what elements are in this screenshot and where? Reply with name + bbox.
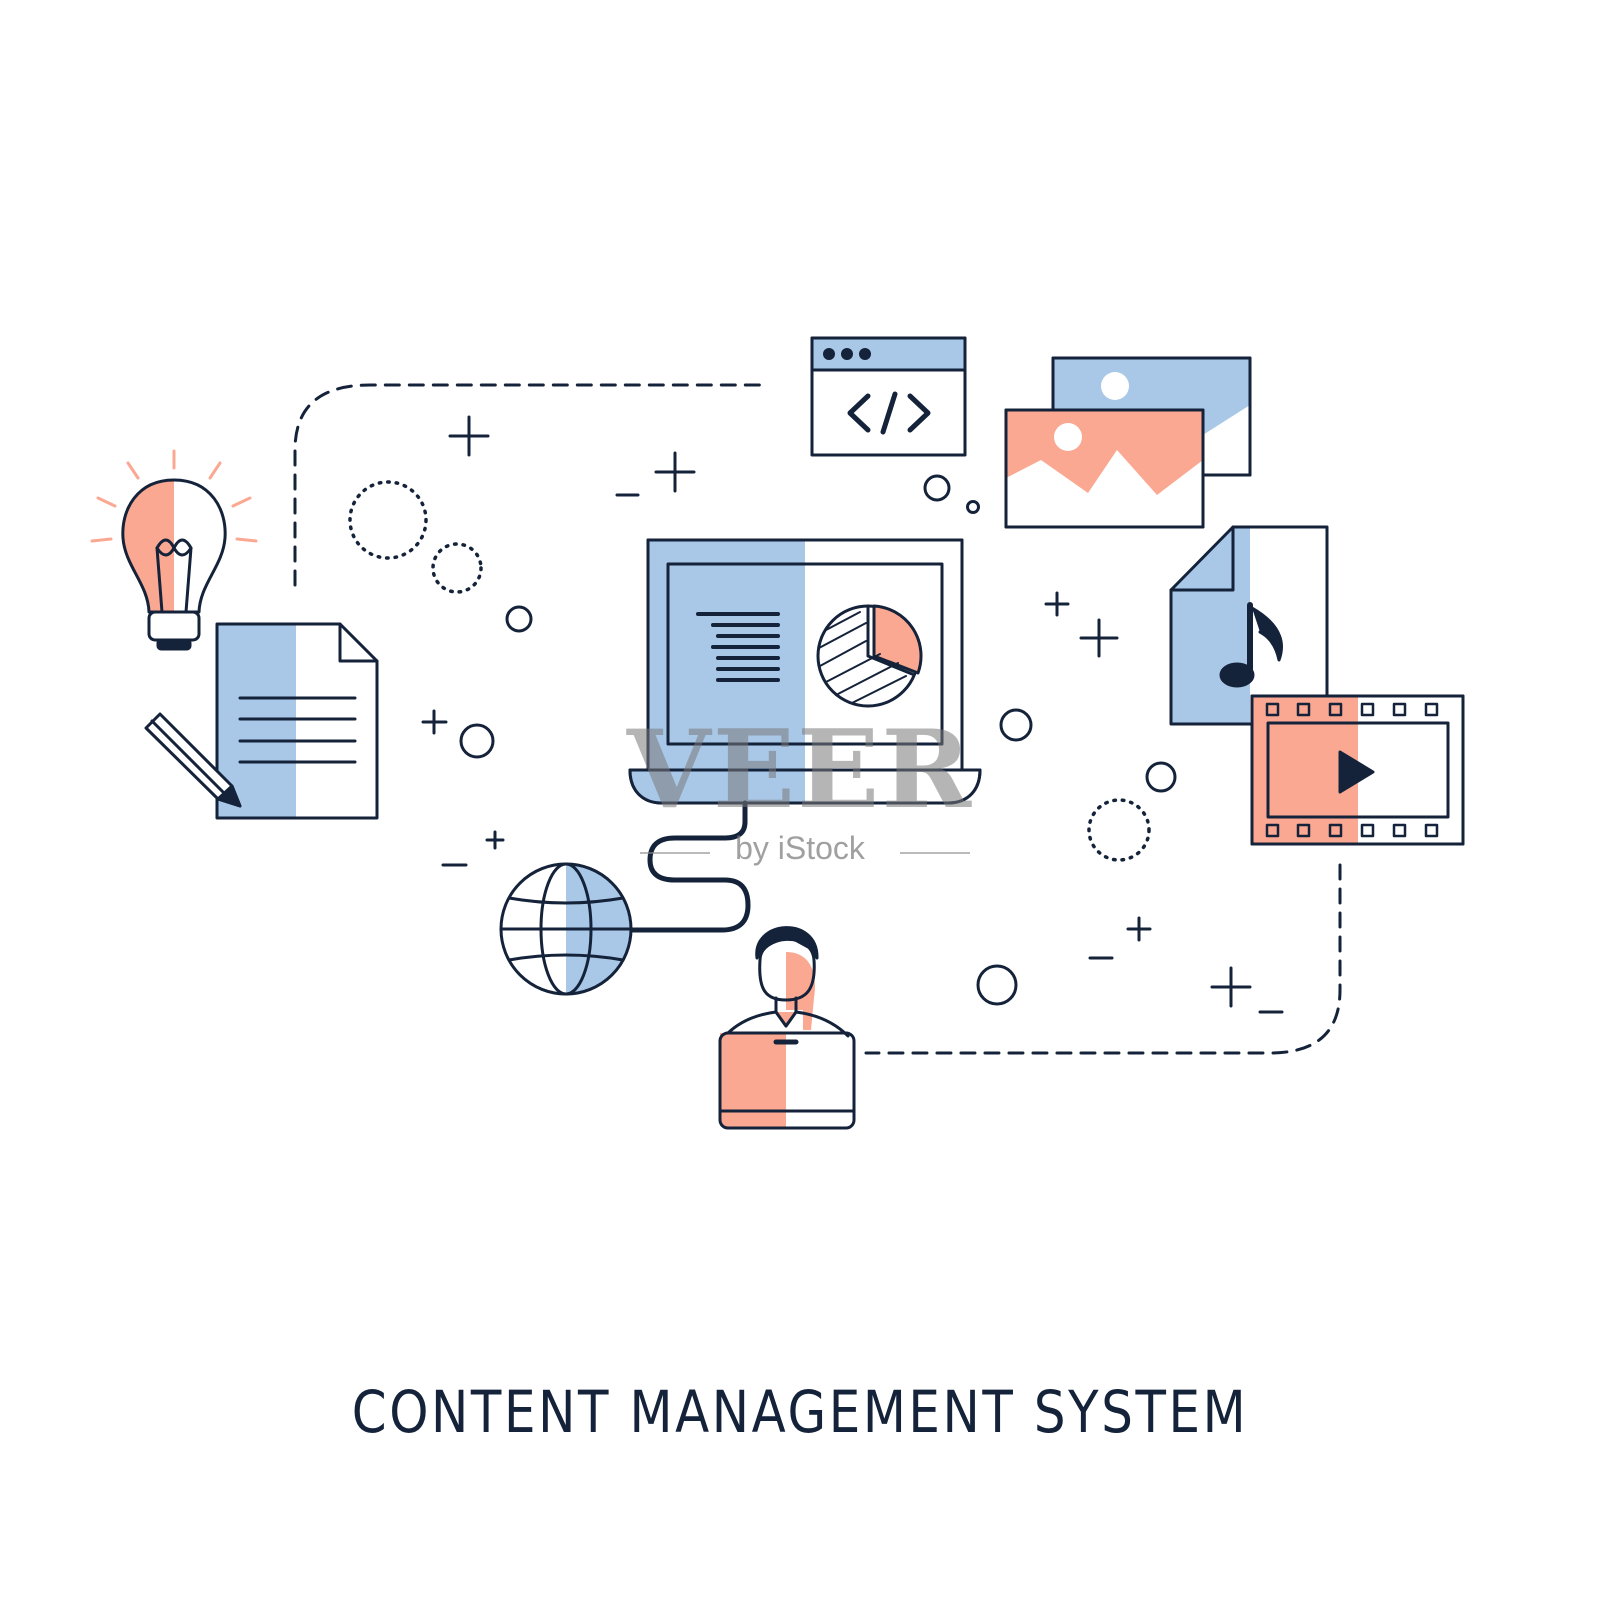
video-film-icon [1250,694,1465,846]
decor-circles [459,474,1177,1006]
dashed-connector-bottom-right [864,863,1342,1055]
network-cable [629,800,751,933]
watermark-rule-left [640,852,710,854]
pencil-icon [144,712,242,808]
music-file-icon [1169,525,1329,726]
decor-plus-minus [421,415,1284,1014]
globe-icon [499,862,633,996]
code-window-icon [810,336,967,457]
watermark-brand: VEER [626,707,974,833]
lightbulb-icon [90,449,258,651]
watermark-sub: by iStock [735,830,865,866]
pie-chart-icon [816,604,923,708]
dashed-connector-top-left [293,383,767,587]
document-icon [215,622,379,820]
decor-dotted-circles [348,480,1151,862]
watermark-rule-right [900,852,970,854]
image-gallery-icon [1004,356,1252,529]
page-title: CONTENT MANAGEMENT SYSTEM [351,1378,1249,1446]
person-icon [718,926,856,1130]
